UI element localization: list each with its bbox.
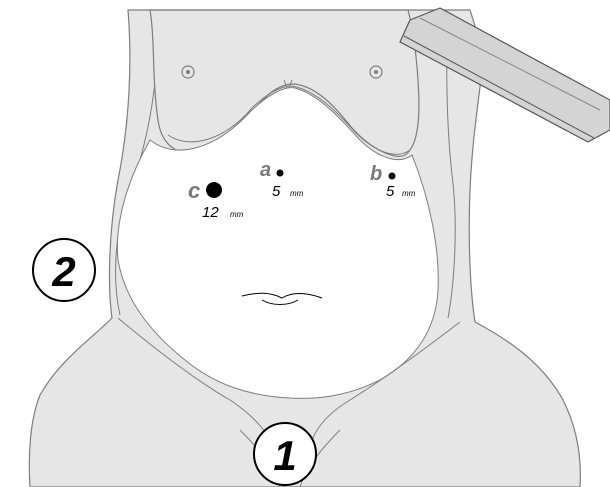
port-c-unit: mm xyxy=(230,210,244,219)
port-a-marker xyxy=(277,170,284,177)
callout-2: 2 xyxy=(33,239,95,301)
port-b-unit: mm xyxy=(402,189,416,198)
port-b-letter: b xyxy=(370,163,382,185)
port-a-letter: a xyxy=(260,159,271,181)
port-a-size: 5 xyxy=(272,183,281,200)
callout-1: 1 xyxy=(254,423,316,485)
right-nipple xyxy=(370,66,382,78)
port-c-letter: c xyxy=(188,178,200,203)
callout-2-number: 2 xyxy=(51,248,75,295)
port-c-size: 12 xyxy=(202,204,219,221)
left-nipple xyxy=(182,66,194,78)
port-c-marker xyxy=(206,182,222,198)
port-a-unit: mm xyxy=(290,189,304,198)
port-b-marker xyxy=(389,173,396,180)
callout-1-number: 1 xyxy=(273,432,296,479)
port-b-size: 5 xyxy=(386,183,395,200)
